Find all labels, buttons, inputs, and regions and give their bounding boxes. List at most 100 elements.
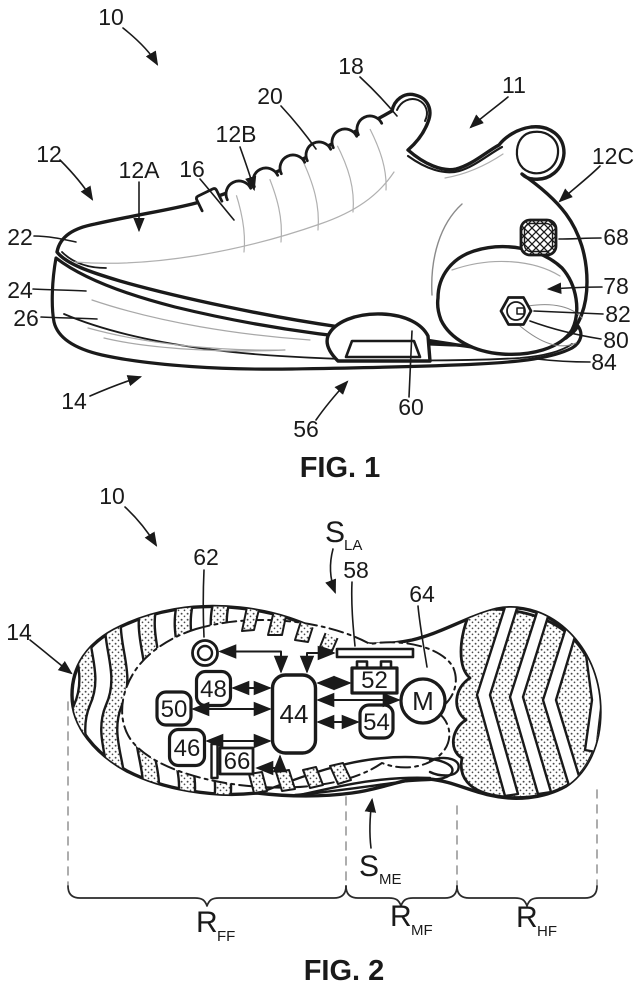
brace-midfoot (345, 885, 458, 907)
fig1-collar-inner-line (406, 145, 504, 174)
fig2-box48-text: 48 (200, 676, 227, 703)
fig1-window-outline (325, 312, 432, 363)
fig2-heel-chevron-bands (475, 606, 600, 798)
sensor-62 (191, 639, 219, 667)
fig1-label-20: 20 (257, 83, 283, 109)
sensor-sla-sub: LA (344, 537, 362, 554)
leader-56 (315, 380, 349, 421)
fig1-label-26: 26 (13, 305, 39, 331)
leader-12 (59, 159, 94, 201)
fig2-label-62: 62 (193, 544, 219, 570)
leader-fig2-64 (417, 605, 428, 668)
fig2-labels: 10 62 14 58 64 48 50 46 66 44 52 54 M S … (6, 483, 557, 987)
fig2-box54-text: 54 (363, 709, 390, 736)
fig1-label-84: 84 (591, 349, 617, 375)
fig1-vamp-swoosh-line (74, 171, 395, 264)
fig1-leader-lines (32, 27, 604, 421)
fig1-label-22: 22 (7, 224, 33, 250)
fig2-leader-lines (29, 506, 428, 849)
fig1-label-56: 56 (293, 416, 319, 442)
fig2-electronics (155, 639, 447, 780)
fig2-box46-text: 46 (174, 735, 201, 762)
sensor-sme-main: S (359, 850, 379, 883)
leader-10 (122, 27, 159, 66)
fig1-label-16: 16 (179, 156, 205, 182)
leader-fig2-10 (124, 506, 158, 547)
leader-fig2-14 (29, 639, 73, 675)
fig1-streak-3 (300, 156, 319, 231)
badge-outer (519, 218, 558, 257)
leader-84 (536, 358, 591, 363)
sensor-sme-sub: ME (379, 871, 402, 888)
fig1-toe-cap-seam (61, 251, 107, 269)
fig1-midsole-detail-line (91, 299, 311, 341)
leader-s-la (325, 548, 336, 595)
box-46 (167, 727, 207, 768)
badge-inner-frame (523, 222, 554, 253)
leader-20 (280, 105, 317, 150)
fig2-label-14: 14 (6, 619, 32, 645)
fig2-region-markers (67, 701, 598, 907)
lace-loop-square (195, 187, 224, 213)
figure-2-sole-bottom-view (29, 506, 602, 907)
fig2-label-58: 58 (343, 557, 369, 583)
leader-fig2-62 (202, 569, 205, 638)
fig2-motor-text: M (412, 686, 434, 716)
brace-heel (456, 885, 598, 907)
fig1-outsole-outline (50, 256, 583, 371)
fig2-box50-text: 50 (161, 696, 188, 723)
region-rff-sub: FF (217, 928, 235, 945)
lace-loop-5 (330, 127, 359, 150)
leader-82 (533, 310, 604, 315)
leader-12c (558, 165, 601, 203)
leader-60 (408, 330, 413, 398)
region-rhf-main: R (516, 901, 538, 934)
fig1-label-82: 82 (605, 301, 631, 327)
battery-52 (350, 660, 399, 695)
fig1-window-plate (344, 339, 422, 359)
fig2-phantom-boundary (121, 618, 457, 789)
region-rmf-main: R (390, 900, 412, 933)
fig2-divider-dashes (67, 701, 598, 887)
fig1-label-60: 60 (398, 394, 424, 420)
fig1-streak-4 (335, 142, 354, 213)
fig1-labels: 10 12 12A 16 12B 20 18 11 12C 22 68 24 7… (7, 4, 634, 484)
leader-18 (359, 76, 398, 117)
leader-16 (199, 178, 235, 221)
region-rmf-sub: MF (411, 922, 433, 939)
leader-68 (558, 237, 602, 240)
fig1-label-18: 18 (338, 53, 364, 79)
hex-dial-ring (506, 301, 526, 321)
leader-26 (40, 316, 98, 320)
fig1-midsole-sculpt-line (87, 327, 286, 352)
fig2-region-braces (67, 885, 598, 907)
fig2-box52-text: 52 (361, 667, 388, 694)
box-44-controller (270, 673, 318, 755)
fig2-region-labels: R FF R MF R HF (196, 900, 557, 945)
fig1-label-12c: 12C (592, 143, 634, 169)
figure-1-shoe-side-view (32, 27, 604, 421)
leader-78 (546, 282, 603, 295)
leader-fig2-58 (350, 581, 356, 647)
hex-dial-key (516, 307, 525, 315)
leader-14 (89, 375, 143, 397)
leader-s-me (364, 797, 377, 849)
fig1-midsole-window (325, 312, 432, 363)
region-rff-main: R (196, 906, 218, 939)
fig1-tongue-inner-line (396, 98, 428, 122)
fig1-heel-thin-curve-a (519, 325, 577, 347)
lace-loop-3 (278, 153, 307, 176)
leader-24 (32, 288, 87, 292)
region-rhf-sub: HF (537, 923, 557, 940)
fig1-streak-5 (369, 128, 387, 191)
fig2-box44-text: 44 (280, 699, 309, 729)
box-50 (155, 690, 193, 727)
fig1-label-12b: 12B (216, 121, 257, 147)
leader-22 (33, 235, 77, 243)
fig2-label-10: 10 (99, 483, 125, 509)
fig1-label-24: 24 (7, 277, 33, 303)
lace-loop-6 (355, 114, 384, 137)
fig1-label-12a: 12A (119, 157, 161, 183)
fig1-label-11: 11 (502, 72, 526, 98)
